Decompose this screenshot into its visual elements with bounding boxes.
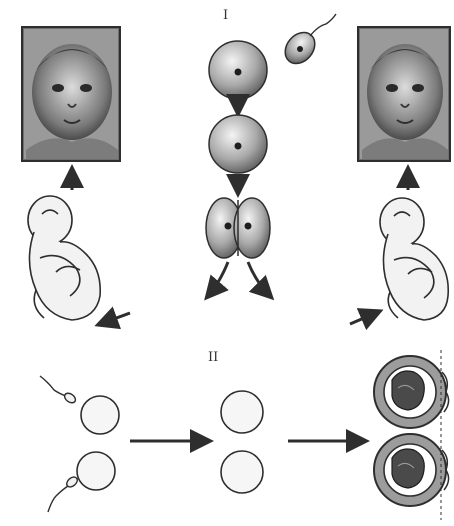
zygote-upper	[221, 391, 263, 433]
fetus-right	[380, 198, 448, 320]
egg-cell-lower	[77, 452, 115, 490]
sperm-cell-lower	[48, 475, 79, 512]
sperm-cell-top	[279, 14, 336, 69]
baby-photo-right	[358, 27, 450, 161]
two-cell-embryo	[206, 198, 270, 258]
fetus-left	[28, 196, 100, 320]
embryo-upper	[374, 356, 449, 428]
zygote-lower	[221, 451, 263, 493]
egg-cell-upper	[81, 396, 119, 434]
sperm-cell-upper	[40, 376, 77, 405]
baby-photo-left	[22, 27, 120, 161]
arrow-split-right	[248, 262, 270, 296]
arrow-to-fetus-right	[350, 312, 378, 324]
arrow-to-fetus-left	[100, 313, 130, 324]
arrow-split-left	[208, 262, 228, 296]
zygote-cell	[209, 115, 267, 173]
egg-cell-top	[209, 41, 267, 99]
embryo-lower	[374, 434, 449, 506]
